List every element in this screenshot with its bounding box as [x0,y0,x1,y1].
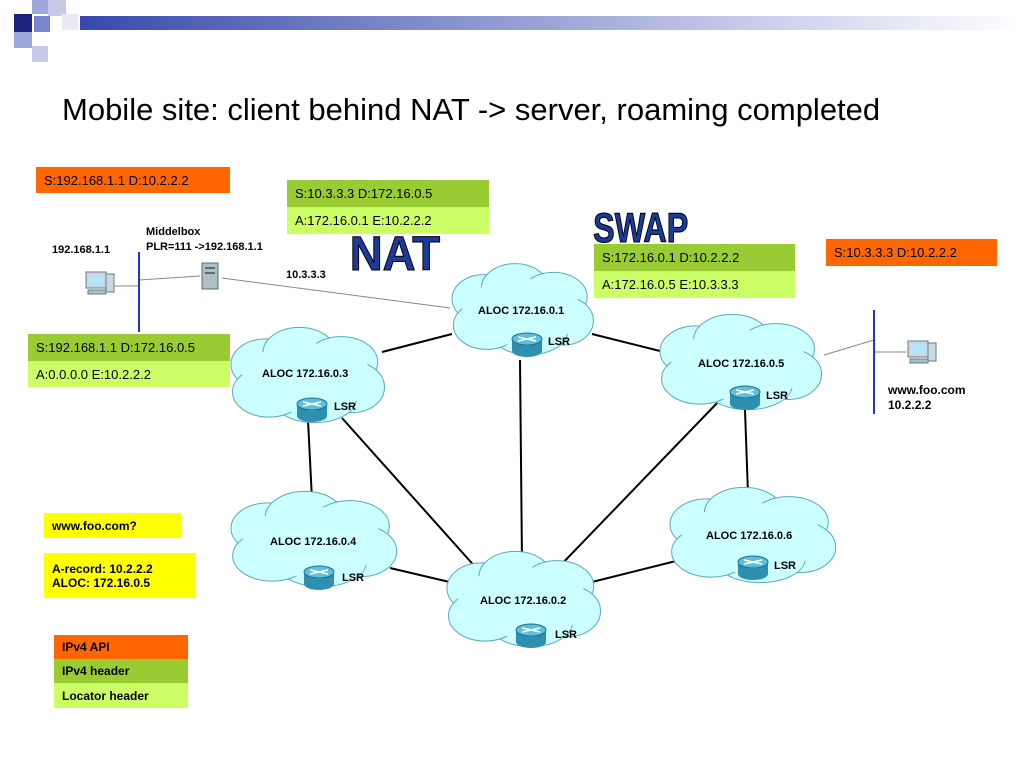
link-c1-c5 [591,333,665,353]
nat-logo: NAT [350,227,441,280]
cloud-lsr-label: LSR [548,336,570,348]
link-c3-c1 [381,333,453,353]
network-cloud [230,326,386,424]
network-cloud [446,550,602,648]
link-c4-c2 [389,567,459,585]
packet-box-far-right: S:10.3.3.3 D:10.2.2.2 [826,239,997,266]
header-gradient-bar [80,16,1024,30]
link-c3-c4 [307,419,313,501]
middlebox-label: Middelbox [146,226,201,238]
swap-logo: SWAP [593,204,688,251]
dns-answer-line-2: ALOC: 172.16.0.5 [52,575,151,590]
legend-ipv4-header: IPv4 header [54,659,188,683]
packet-box-left-1: S:192.168.1.1 D:172.16.0.5 [28,334,230,361]
link-c2-c6 [591,559,681,583]
logo-art: SWAP NAT [349,204,689,281]
cloud-lsr-label: LSR [766,390,788,402]
network-cloud [230,490,398,590]
link-c1-c2 [519,359,523,563]
cloud-lsr-label: LSR [342,572,364,584]
server-pc-icon [907,340,937,364]
legend-ipv4-api: IPv4 API [54,635,188,659]
cloud-lsr-label: LSR [774,560,796,572]
dns-answer-box: A-record: 10.2.2.2 ALOC: 172.16.0.5 [44,553,196,598]
cloud-lsr-label: LSR [334,401,356,413]
router-icon [511,332,543,357]
router-icon [737,555,769,580]
dns-query-box: www.foo.com? [44,513,181,538]
network-cloud [669,486,837,584]
client-ip-label: 192.168.1.1 [52,244,111,256]
server-name-label: www.foo.com [888,383,966,397]
corner-decoration [0,0,80,80]
network-links [307,333,749,585]
packet-box-center-2: A:172.16.0.1 E:10.2.2.2 [287,207,489,234]
legend-locator-header: Locator header [54,683,188,708]
router-icon [515,623,547,648]
packet-box-right-1: S:172.16.0.1 D:10.2.2.2 [594,244,795,271]
network-cloud [659,313,823,411]
packet-box-left-2: A:0.0.0.0 E:10.2.2.2 [28,361,230,387]
dns-answer-line-1: A-record: 10.2.2.2 [52,561,153,576]
router-icon [729,385,761,410]
client-pc-icon [85,271,115,295]
cloud-aloc-label: ALOC 172.16.0.3 [262,368,349,380]
packet-box-center-1: S:10.3.3.3 D:172.16.0.5 [287,180,489,207]
access-lines [114,275,906,356]
link-c3-c2 [341,417,479,571]
cloud-aloc-label: ALOC 172.16.0.2 [480,595,567,607]
packet-box-right-2: A:172.16.0.5 E:10.3.3.3 [594,271,795,298]
cloud-aloc-label: ALOC 172.16.0.1 [478,305,565,317]
router-icon [296,397,328,422]
packet-box-top-left: S:192.168.1.1 D:10.2.2.2 [36,167,230,193]
slide-title: Mobile site: client behind NAT -> server… [62,92,881,127]
link-c5-c6 [744,409,749,495]
cloud-lsr-label: LSR [555,629,577,641]
cloud-aloc-label: ALOC 172.16.0.6 [706,530,793,542]
network-cloud [451,263,594,357]
router-icon [303,565,335,590]
link-c5-c2 [555,399,721,571]
server-ip-label: 10.2.2.2 [888,398,932,412]
plr-label: PLR=111 ->192.168.1.1 [146,241,263,253]
nat-ip-label: 10.3.3.3 [286,269,326,281]
cloud-aloc-label: ALOC 172.16.0.5 [698,358,785,370]
cloud-group [230,263,837,648]
middlebox-icon [201,262,219,290]
cloud-aloc-label: ALOC 172.16.0.4 [270,536,357,548]
